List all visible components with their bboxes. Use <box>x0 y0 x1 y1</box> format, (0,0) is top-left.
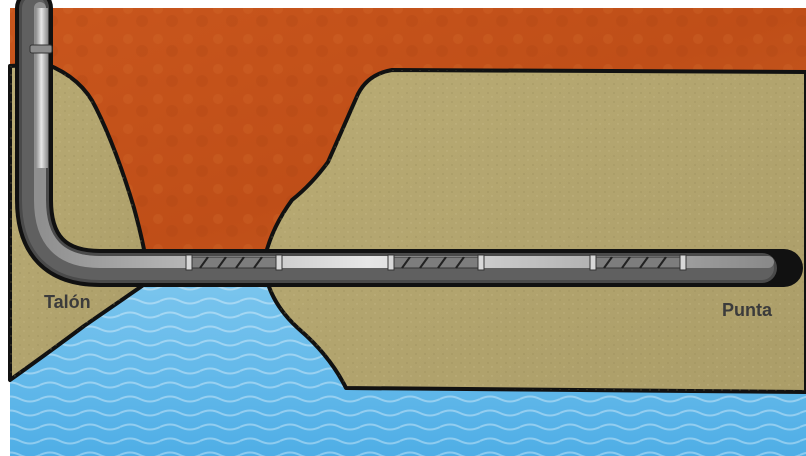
pipe-coupling <box>30 45 52 53</box>
right-rock-formation <box>264 70 806 392</box>
screen-section-2 <box>388 255 484 270</box>
heel-label: Talón <box>44 292 91 312</box>
screen-section-1 <box>186 255 282 270</box>
toe-label: Punta <box>722 300 773 320</box>
screen-section-3 <box>590 255 686 270</box>
